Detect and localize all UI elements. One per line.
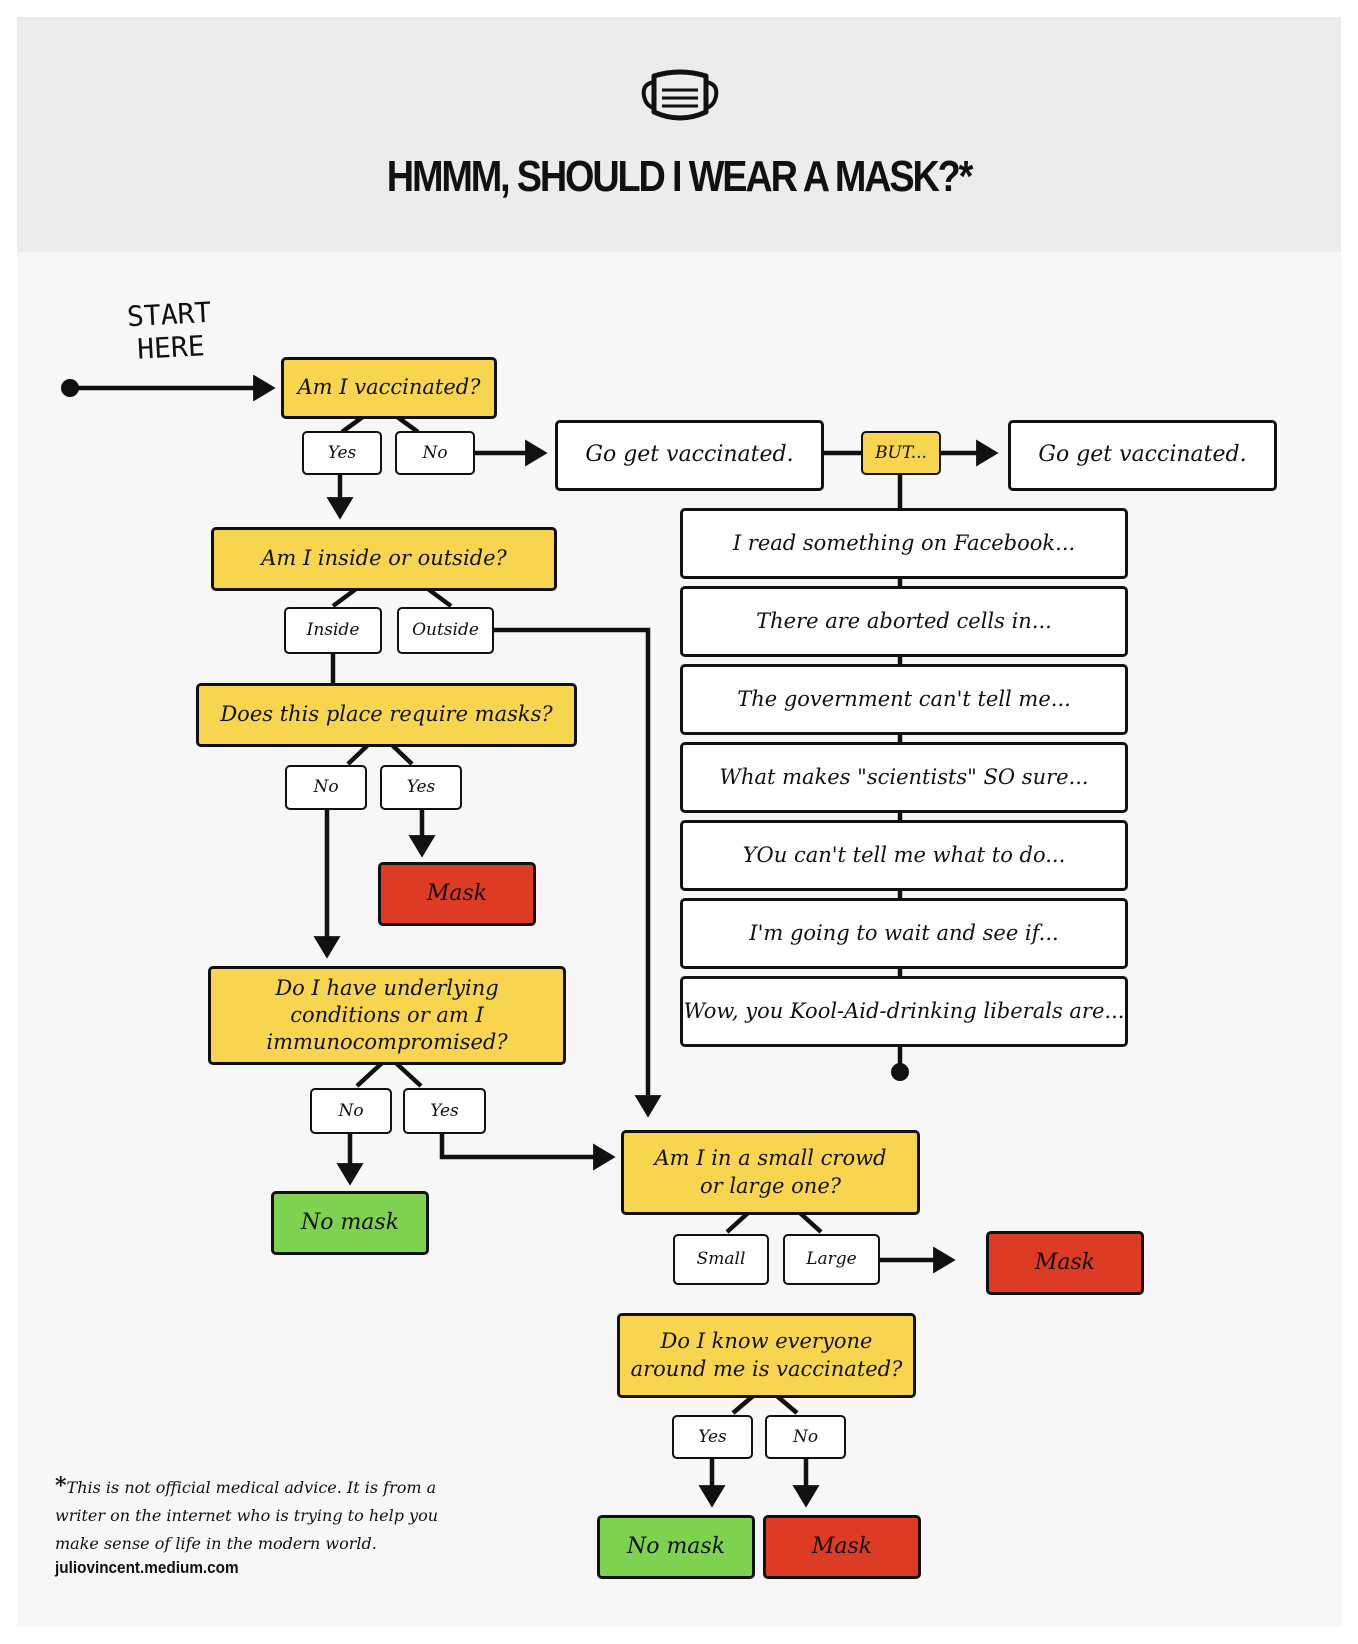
disclaimer-footnote: *This is not official medical advice. It… [55,1472,455,1558]
question-inside-outside: Am I inside or outside? [211,527,557,591]
question-vaccinated: Am I vaccinated? [281,357,497,419]
page-title: HMMM, SHOULD I WEAR A MASK?* [386,152,974,201]
footnote-asterisk: * [55,1473,67,1499]
excuse-item: What makes "scientists" SO sure... [680,742,1128,813]
answer-vaccinated-yes: Yes [302,431,382,475]
question-know-everyone: Do I know everyone around me is vaccinat… [617,1313,916,1398]
answer-large: Large [783,1234,880,1285]
excuse-item: I read something on Facebook... [680,508,1128,579]
answer-know-no: No [765,1415,846,1459]
excuse-item: I'm going to wait and see if... [680,898,1128,969]
answer-underlying-yes: Yes [403,1088,486,1134]
answer-inside: Inside [284,607,382,654]
answer-place-yes: Yes [380,765,462,810]
but-label: BUT... [861,431,941,475]
website-credit[interactable]: juliovincent.medium.com [55,1558,239,1577]
outcome-mask: Mask [763,1515,921,1579]
outcome-go-get-vaccinated: Go get vaccinated. [555,420,824,491]
answer-know-yes: Yes [672,1415,753,1459]
footnote-text: This is not official medical advice. It … [55,1478,439,1553]
outcome-mask: Mask [986,1231,1144,1295]
excuse-item: There are aborted cells in... [680,586,1128,657]
outcome-no-mask: No mask [597,1515,755,1579]
outcome-mask: Mask [378,862,536,926]
question-crowd-size: Am I in a small crowd or large one? [621,1130,920,1215]
outcome-go-get-vaccinated-again: Go get vaccinated. [1008,420,1277,491]
answer-vaccinated-no: No [395,431,475,475]
excuse-item: Wow, you Kool-Aid-drinking liberals are.… [680,976,1128,1047]
question-underlying-conditions: Do I have underlying conditions or am I … [208,966,566,1065]
question-place-requires-masks: Does this place require masks? [196,683,577,747]
answer-place-no: No [285,765,367,810]
answer-outside: Outside [397,607,494,654]
answer-underlying-no: No [310,1088,392,1134]
face-mask-icon [641,69,719,121]
answer-small: Small [673,1234,769,1285]
header-band [17,17,1341,252]
outcome-no-mask: No mask [271,1191,429,1255]
excuse-item: YOu can't tell me what to do... [680,820,1128,891]
excuse-item: The government can't tell me... [680,664,1128,735]
